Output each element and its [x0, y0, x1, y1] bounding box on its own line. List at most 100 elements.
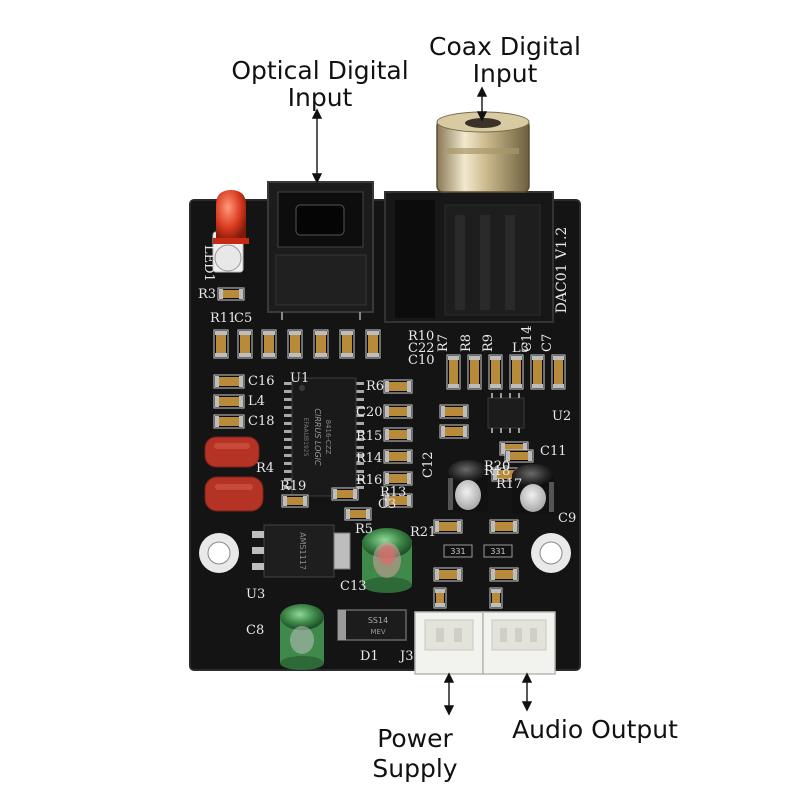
silk-label-c13: C13: [340, 579, 367, 594]
ic-pin: [284, 486, 292, 489]
ic-pin: [356, 430, 364, 433]
smd-part: [530, 354, 545, 390]
ic-pin: [356, 382, 364, 385]
coax-input-connector: [384, 111, 554, 323]
status-led: [212, 190, 249, 273]
ic-pin: [284, 406, 292, 409]
silk-label-c8: C8: [246, 623, 264, 638]
ic-pin: [284, 470, 292, 473]
arrow-optical: [311, 108, 323, 184]
smd-part: [383, 404, 413, 419]
silk-label-u2: U2: [552, 409, 571, 424]
diode-marking: SS14: [368, 616, 388, 625]
silk-label-c5: C5: [234, 311, 252, 326]
smd-part: [383, 449, 413, 464]
smd-part: [313, 329, 329, 359]
label-optical-input: Optical Digital Input: [215, 57, 425, 111]
smd-part: [446, 354, 461, 390]
smd-part: [489, 567, 519, 582]
silk-label-r21: R21: [410, 525, 436, 540]
smd-part: [439, 404, 469, 419]
silk-label-c16: C16: [248, 374, 275, 389]
ic-pin: [284, 454, 292, 457]
silk-label-c20: C20: [356, 405, 383, 420]
label-optical-line1: Optical Digital: [231, 56, 409, 85]
capacitor-c9: [512, 464, 554, 514]
label-audio-output: Audio Output: [490, 716, 700, 743]
label-audio-line1: Audio Output: [512, 715, 678, 744]
arrow-audio: [521, 672, 533, 712]
ic-pin: [284, 398, 292, 401]
arrow-power: [443, 672, 455, 716]
smd-part: [217, 287, 245, 301]
red-component-top: [204, 436, 260, 468]
ic-pin: [356, 486, 364, 489]
silk-label-led1: LED1: [201, 245, 216, 282]
smd-part: [287, 329, 303, 359]
silk-label-u3: U3: [246, 587, 265, 602]
silk-label-r4: R4: [256, 461, 274, 476]
silk-label-c12: C12: [421, 452, 436, 479]
label-coax-line2: Input: [472, 59, 538, 88]
silk-label-r14: R14: [356, 451, 382, 466]
smd-part: [339, 329, 355, 359]
label-power-line2: Supply: [372, 754, 458, 783]
resistor-331-left: 331: [443, 544, 473, 558]
ic-pin: [356, 454, 364, 457]
smd-part: [237, 329, 253, 359]
resistor-331-right: 331: [483, 544, 513, 558]
chip-lot-text: EFAAUB1925: [302, 418, 309, 457]
smd-part: [213, 414, 245, 429]
silk-label-r16: R16: [356, 473, 382, 488]
smd-part: [509, 354, 524, 390]
silk-label-c14: C14: [520, 326, 535, 353]
smd-part: [383, 379, 413, 394]
ic-pin: [356, 390, 364, 393]
ic-pin: [284, 390, 292, 393]
ic-pin: [356, 398, 364, 401]
smd-part: [383, 471, 413, 486]
silk-label-d1: D1: [360, 649, 379, 664]
power-supply-connector: [414, 611, 484, 675]
capacitor-c8: [280, 604, 324, 670]
capacitor-c13: [362, 528, 412, 593]
smd-part: [213, 374, 245, 389]
silk-label-r20: R20: [484, 459, 510, 474]
silk-label-l4: L4: [248, 394, 265, 409]
silk-label-r11: R11: [210, 311, 236, 326]
smd-part: [281, 494, 309, 508]
ic-pin: [284, 430, 292, 433]
mounting-hole-right: [531, 533, 571, 573]
capacitor-c12: [448, 460, 488, 512]
silk-label-r18: R18: [484, 464, 510, 479]
smd-part: [489, 519, 519, 534]
silk-label-u1: U1: [290, 371, 309, 386]
silk-label-c7: C7: [540, 334, 555, 352]
smd-part: [365, 329, 381, 359]
smd-part: [489, 587, 503, 609]
opamp-ic: [487, 393, 525, 433]
smd-part: [433, 587, 447, 609]
ic-pin: [284, 446, 292, 449]
silk-label-c10: C10: [408, 353, 435, 368]
chip-part-text: 8416-CZZ: [324, 420, 332, 455]
silk-label-r15: R15: [356, 429, 382, 444]
ic-pin: [356, 462, 364, 465]
silk-label-r17: R17: [496, 477, 522, 492]
resistor-331-left-code: 331: [450, 547, 465, 556]
smd-part: [261, 329, 277, 359]
ic-pin: [356, 446, 364, 449]
silk-label-j3: J3: [398, 649, 413, 664]
smd-part: [551, 354, 566, 390]
optical-input-connector: [267, 181, 374, 320]
resistor-331-right-code: 331: [490, 547, 505, 556]
silk-label-r6: R6: [366, 379, 384, 394]
smd-part: [383, 493, 413, 508]
ic-pin: [284, 422, 292, 425]
smd-part: [467, 354, 482, 390]
silk-label-r3: R3: [198, 287, 216, 302]
silk-label-c22: C22: [408, 341, 435, 356]
silk-label-c18: C18: [248, 414, 275, 429]
silk-label-l3: L3: [512, 341, 529, 356]
